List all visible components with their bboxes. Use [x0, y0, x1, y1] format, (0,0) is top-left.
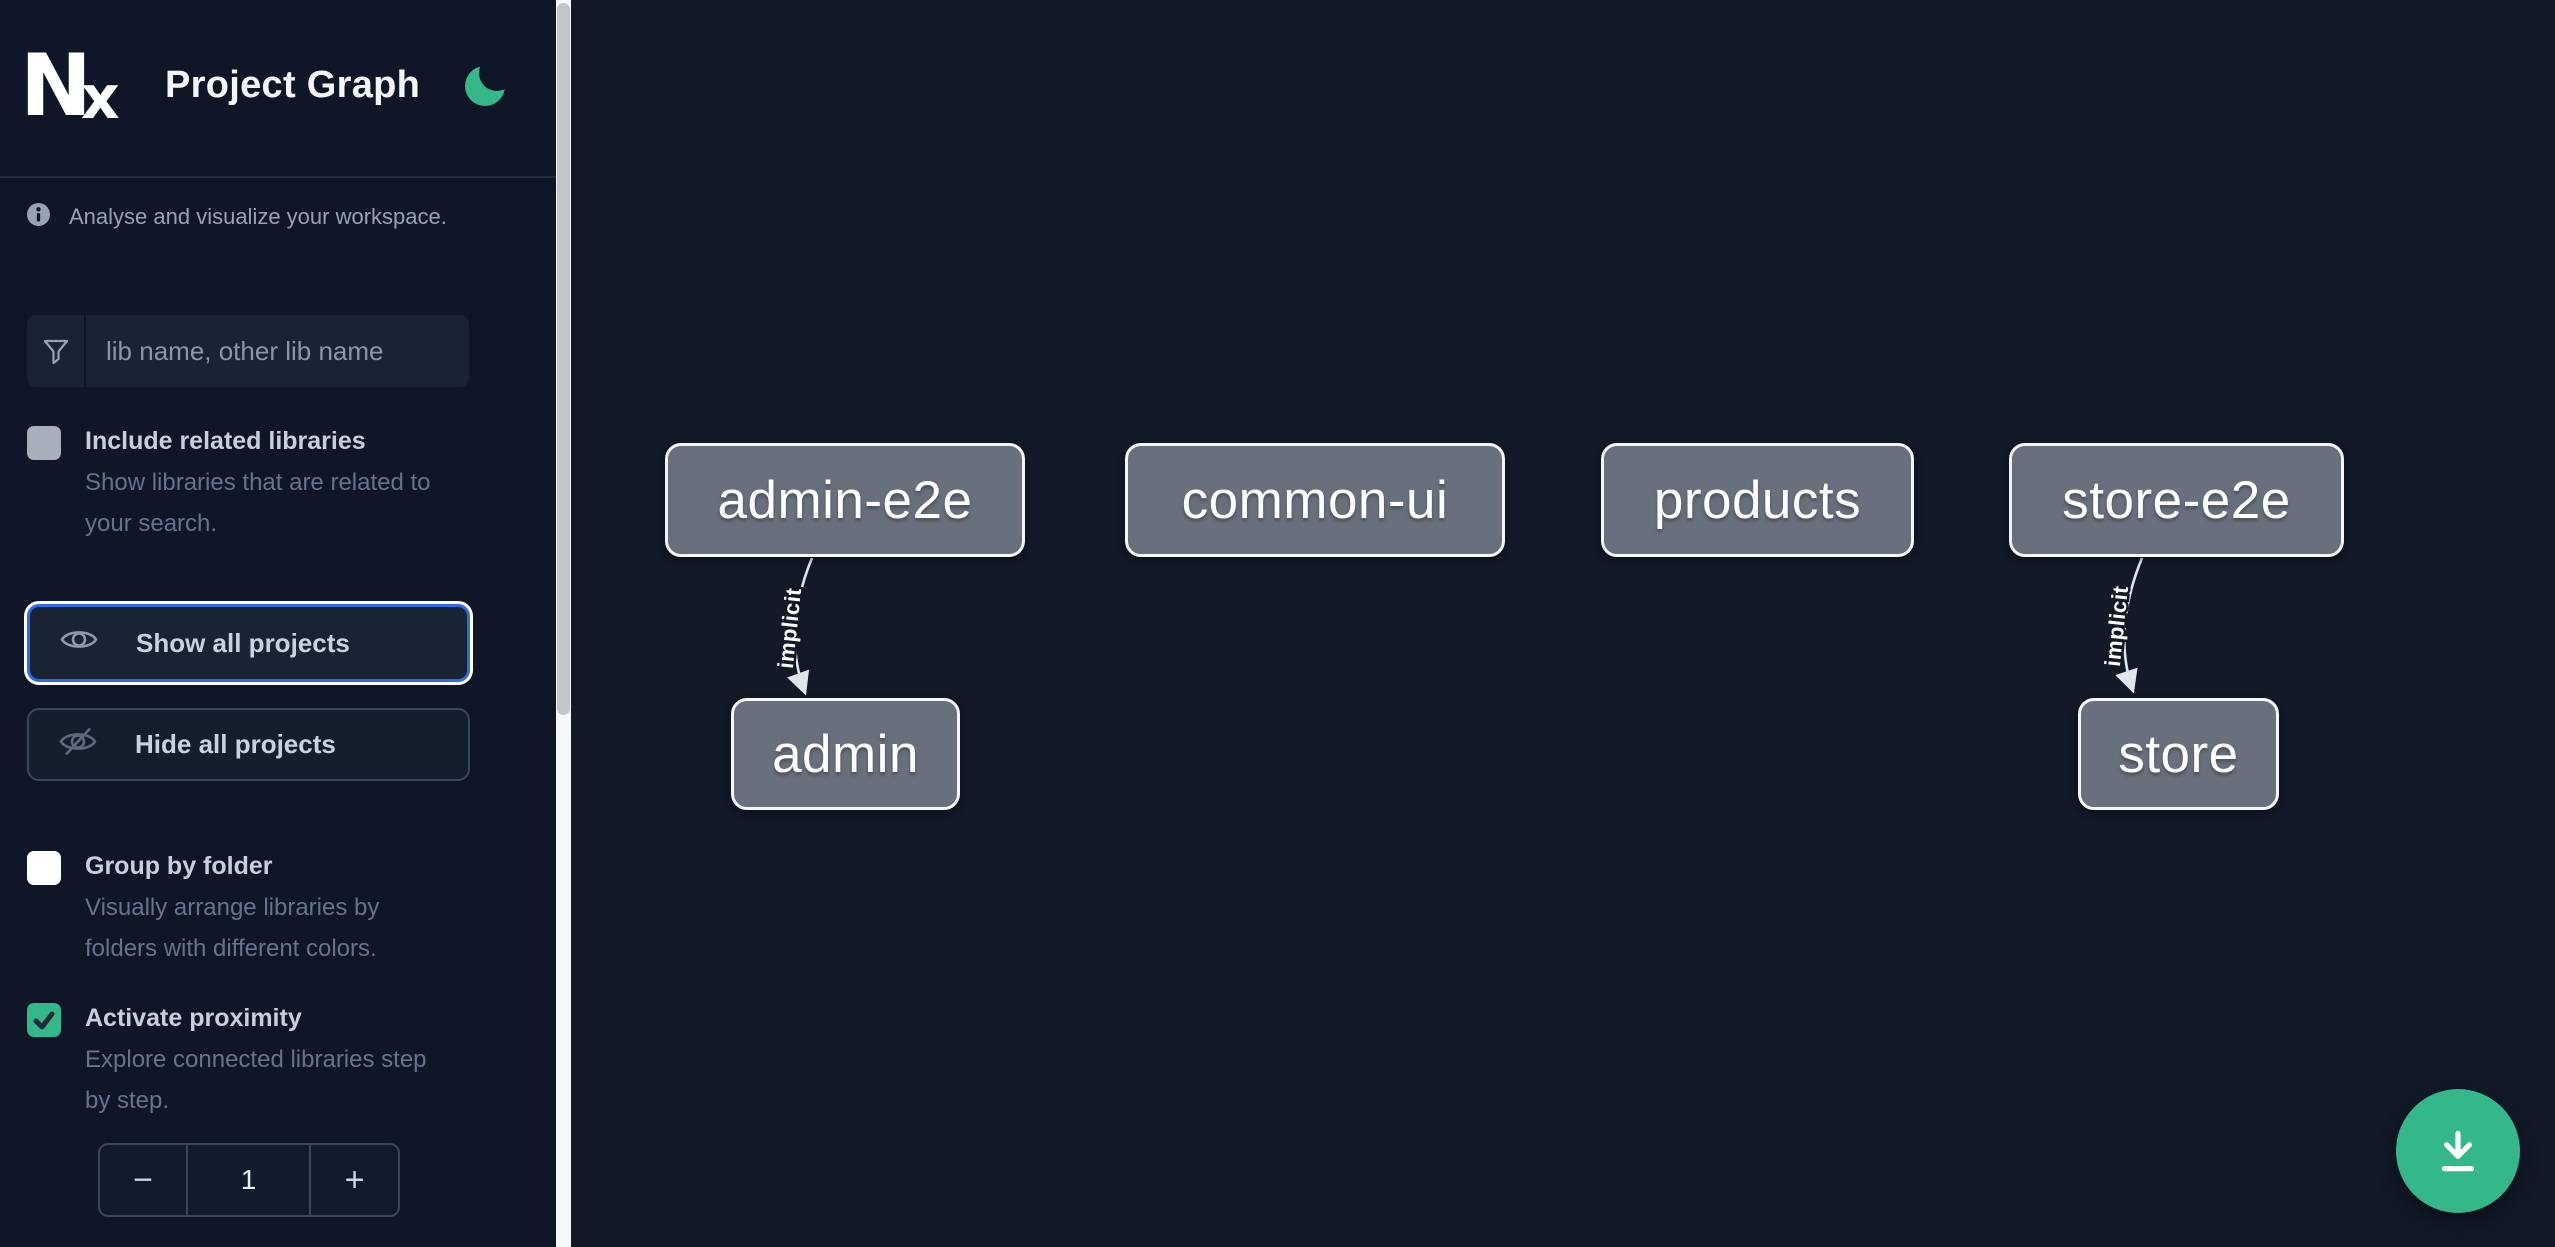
proximity-increment-button[interactable]: + [309, 1145, 398, 1215]
proximity-depth-stepper: − 1 + [98, 1143, 400, 1217]
show-all-projects-label: Show all projects [136, 627, 350, 658]
project-node-common-ui[interactable]: common-ui [1125, 443, 1505, 557]
group-by-folder-toggle: Group by folder Visually arrange librari… [27, 848, 497, 969]
eye-icon [60, 624, 98, 662]
activate-proximity-checkbox[interactable] [27, 1003, 61, 1037]
moon-icon [463, 54, 515, 111]
hide-all-projects-label: Hide all projects [135, 729, 336, 759]
sidebar-scrollbar-thumb[interactable] [557, 3, 570, 715]
project-node-store[interactable]: store [2078, 698, 2279, 810]
eye-slash-icon [59, 726, 97, 764]
graph-canvas[interactable] [571, 0, 2555, 1247]
toggle-label[interactable]: Group by folder [85, 852, 273, 880]
page-title: Project Graph [165, 64, 421, 106]
hide-all-projects-button[interactable]: Hide all projects [27, 708, 470, 781]
toggle-label[interactable]: Include related libraries [85, 427, 366, 455]
include-related-libraries-toggle: Include related libraries Show libraries… [27, 423, 497, 544]
svg-text:x: x [81, 63, 120, 118]
project-node-store-e2e[interactable]: store-e2e [2009, 443, 2344, 557]
filter-projects-input[interactable] [86, 315, 469, 387]
toggle-description: Visually arrange libraries by folders wi… [85, 894, 380, 962]
group-by-folder-checkbox[interactable] [27, 851, 61, 885]
sidebar-scrollbar[interactable] [556, 0, 571, 1247]
sidebar: N x Project Graph Analyse and visualize … [0, 0, 556, 1247]
toggle-description: Explore connected libraries step by step… [85, 1046, 427, 1114]
download-graph-button[interactable] [2396, 1089, 2520, 1213]
workspace-info-text: Analyse and visualize your workspace. [69, 204, 447, 229]
include-related-libraries-checkbox[interactable] [27, 426, 61, 460]
project-node-products[interactable]: products [1601, 443, 1914, 557]
toggle-description: Show libraries that are related to your … [85, 469, 431, 537]
project-node-admin-e2e[interactable]: admin-e2e [665, 443, 1025, 557]
info-icon [27, 203, 50, 231]
download-icon [2431, 1123, 2485, 1180]
filter-funnel-icon [27, 315, 86, 387]
search-box [27, 315, 469, 387]
toggle-label[interactable]: Activate proximity [85, 1004, 302, 1032]
header-divider [0, 176, 556, 178]
theme-toggle-button[interactable] [460, 54, 515, 112]
show-all-projects-button[interactable]: Show all projects [27, 604, 470, 682]
proximity-decrement-button[interactable]: − [100, 1145, 188, 1215]
workspace-info-row: Analyse and visualize your workspace. [27, 203, 447, 231]
project-node-admin[interactable]: admin [731, 698, 960, 810]
activate-proximity-toggle: Activate proximity Explore connected lib… [27, 1000, 497, 1121]
nx-logo: N x [20, 36, 125, 136]
proximity-depth-value: 1 [240, 1164, 257, 1195]
